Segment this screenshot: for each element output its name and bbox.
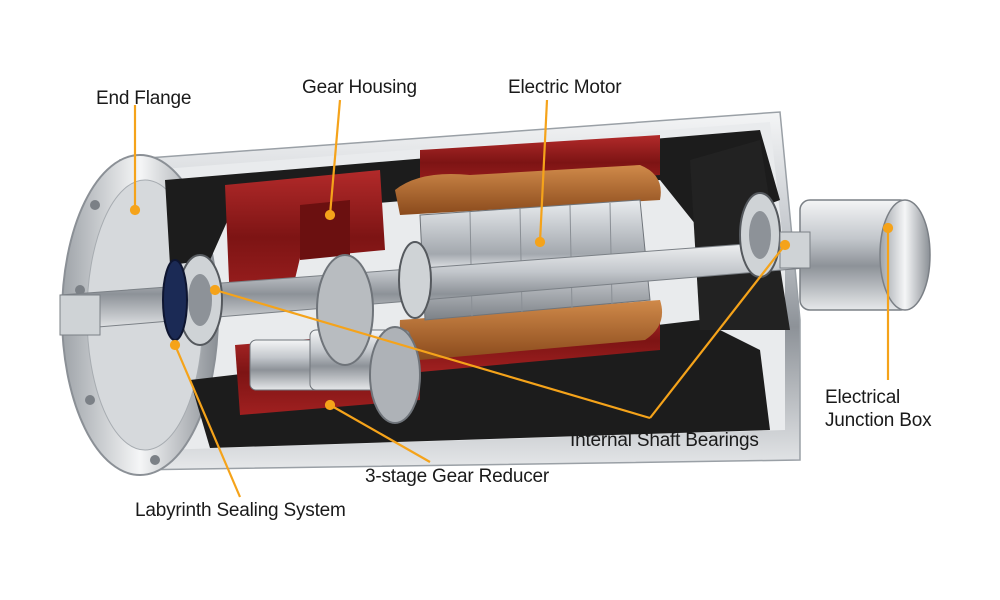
- leader-dot: [209, 284, 221, 296]
- bearing-race: [188, 274, 212, 326]
- leader-gear-reducer: [329, 404, 431, 463]
- label-gear-housing: Gear Housing: [302, 77, 417, 98]
- bearing: [398, 241, 432, 319]
- flange-bolt: [90, 200, 100, 210]
- leader-sealing-system: [173, 344, 242, 498]
- leader-dot: [129, 204, 141, 216]
- leader-bearing-right: [649, 244, 786, 419]
- electrical-junction-box: [779, 199, 931, 311]
- shaft-end: [59, 294, 101, 336]
- label-electric-motor: Electric Motor: [508, 77, 622, 98]
- leader-dot: [324, 209, 336, 221]
- leader-lines: [129, 99, 894, 498]
- flange-bolt: [150, 455, 160, 465]
- label-end-flange: End Flange: [96, 88, 192, 109]
- label-junction-line1: Electrical: [825, 387, 901, 408]
- labyrinth-seal: [162, 259, 188, 341]
- label-junction-line2: Junction Box: [825, 409, 932, 431]
- label-gear-reducer: 3-stage Gear Reducer: [365, 466, 549, 487]
- leader-electric-motor: [538, 99, 549, 243]
- leader-dot: [779, 239, 791, 251]
- flange-bolt: [85, 395, 95, 405]
- gear-reducer: [249, 254, 421, 424]
- internal-shaft-bearings: [177, 192, 781, 346]
- label-labyrinth-sealing-system: Labyrinth Sealing System: [135, 500, 346, 521]
- leader-dot: [324, 399, 336, 411]
- bearing-race: [749, 211, 771, 259]
- flange-bolt: [75, 285, 85, 295]
- leader-dot: [882, 222, 894, 234]
- reducer-gear: [369, 326, 421, 424]
- label-electrical-junction-box: Electrical Junction Box: [825, 387, 932, 433]
- reducer-gear: [316, 254, 374, 366]
- leader-gear-housing: [328, 99, 342, 216]
- label-internal-shaft-bearings: Internal Shaft Bearings: [570, 430, 759, 451]
- leader-dot: [169, 339, 181, 351]
- leader-bearing-left: [214, 288, 651, 420]
- leader-dot: [534, 236, 546, 248]
